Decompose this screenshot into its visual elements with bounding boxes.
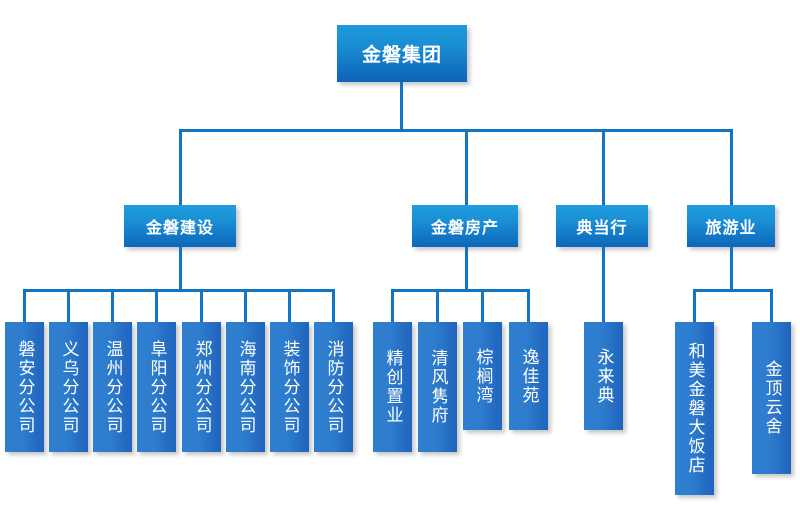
connector-leaf-drop-10 — [436, 289, 439, 323]
node-leaf-yiwu[interactable]: 义乌分公司 — [49, 322, 88, 452]
node-leaf-jindingyunshe[interactable]: 金顶云舍 — [752, 322, 791, 474]
node-leaf-decoration[interactable]: 装饰分公司 — [270, 322, 309, 452]
connector-leaf-drop-14 — [770, 289, 773, 323]
connector-leaf-drop-4 — [155, 289, 158, 323]
node-leaf-qingfeng[interactable]: 清风隽府 — [418, 322, 457, 452]
connector-leaf-drop-8 — [332, 289, 335, 323]
connector-drop-branch-3 — [602, 129, 605, 206]
connector-branch4-stem — [730, 247, 733, 291]
node-branch-pawnshop[interactable]: 典当行 — [556, 205, 648, 247]
node-branch-realestate[interactable]: 金磐房产 — [412, 205, 518, 247]
connector-leaf-drop-1 — [23, 289, 26, 323]
connector-leaf-drop-3 — [111, 289, 114, 323]
node-leaf-wenzhou[interactable]: 温州分公司 — [93, 322, 132, 452]
connector-leaf-drop-7 — [288, 289, 291, 323]
node-root[interactable]: 金磐集团 — [337, 25, 467, 82]
connector-leaf-drop-5 — [200, 289, 203, 323]
node-leaf-fuyang[interactable]: 阜阳分公司 — [137, 322, 176, 452]
node-branch-construction[interactable]: 金磐建设 — [124, 205, 236, 247]
connector-leaf-drop-2 — [67, 289, 70, 323]
connector-leaf-drop-6 — [244, 289, 247, 323]
connector-drop-branch-2 — [465, 129, 468, 206]
node-leaf-zhengzhou[interactable]: 郑州分公司 — [182, 322, 221, 452]
node-leaf-jingchuang[interactable]: 精创置业 — [373, 322, 412, 452]
connector-branch3-stem — [602, 247, 605, 323]
connector-leaf-drop-9 — [391, 289, 394, 323]
node-branch-tourism[interactable]: 旅游业 — [687, 205, 775, 247]
connector-leaf-drop-11 — [481, 289, 484, 323]
connector-root-stem — [400, 82, 403, 130]
node-leaf-zonglv[interactable]: 棕榈湾 — [463, 322, 502, 430]
node-leaf-yonglaidian[interactable]: 永来典 — [584, 322, 623, 430]
node-leaf-hemeihotel[interactable]: 和美金磐大饭店 — [675, 322, 714, 495]
connector-branch2-stem — [465, 247, 468, 291]
node-leaf-firecontrol[interactable]: 消防分公司 — [314, 322, 353, 452]
node-leaf-hainan[interactable]: 海南分公司 — [226, 322, 265, 452]
connector-main-bus — [180, 129, 733, 132]
connector-drop-branch-1 — [179, 129, 182, 206]
node-leaf-panan[interactable]: 磐安分公司 — [5, 322, 44, 452]
connector-leaf-drop-13 — [693, 289, 696, 323]
connector-branch1-stem — [179, 247, 182, 291]
connector-drop-branch-4 — [730, 129, 733, 206]
node-leaf-yijia[interactable]: 逸佳苑 — [509, 322, 548, 430]
connector-branch4-bus — [693, 289, 773, 292]
connector-branch2-bus — [391, 289, 530, 292]
connector-leaf-drop-12 — [527, 289, 530, 323]
connector-branch1-bus — [23, 289, 335, 292]
